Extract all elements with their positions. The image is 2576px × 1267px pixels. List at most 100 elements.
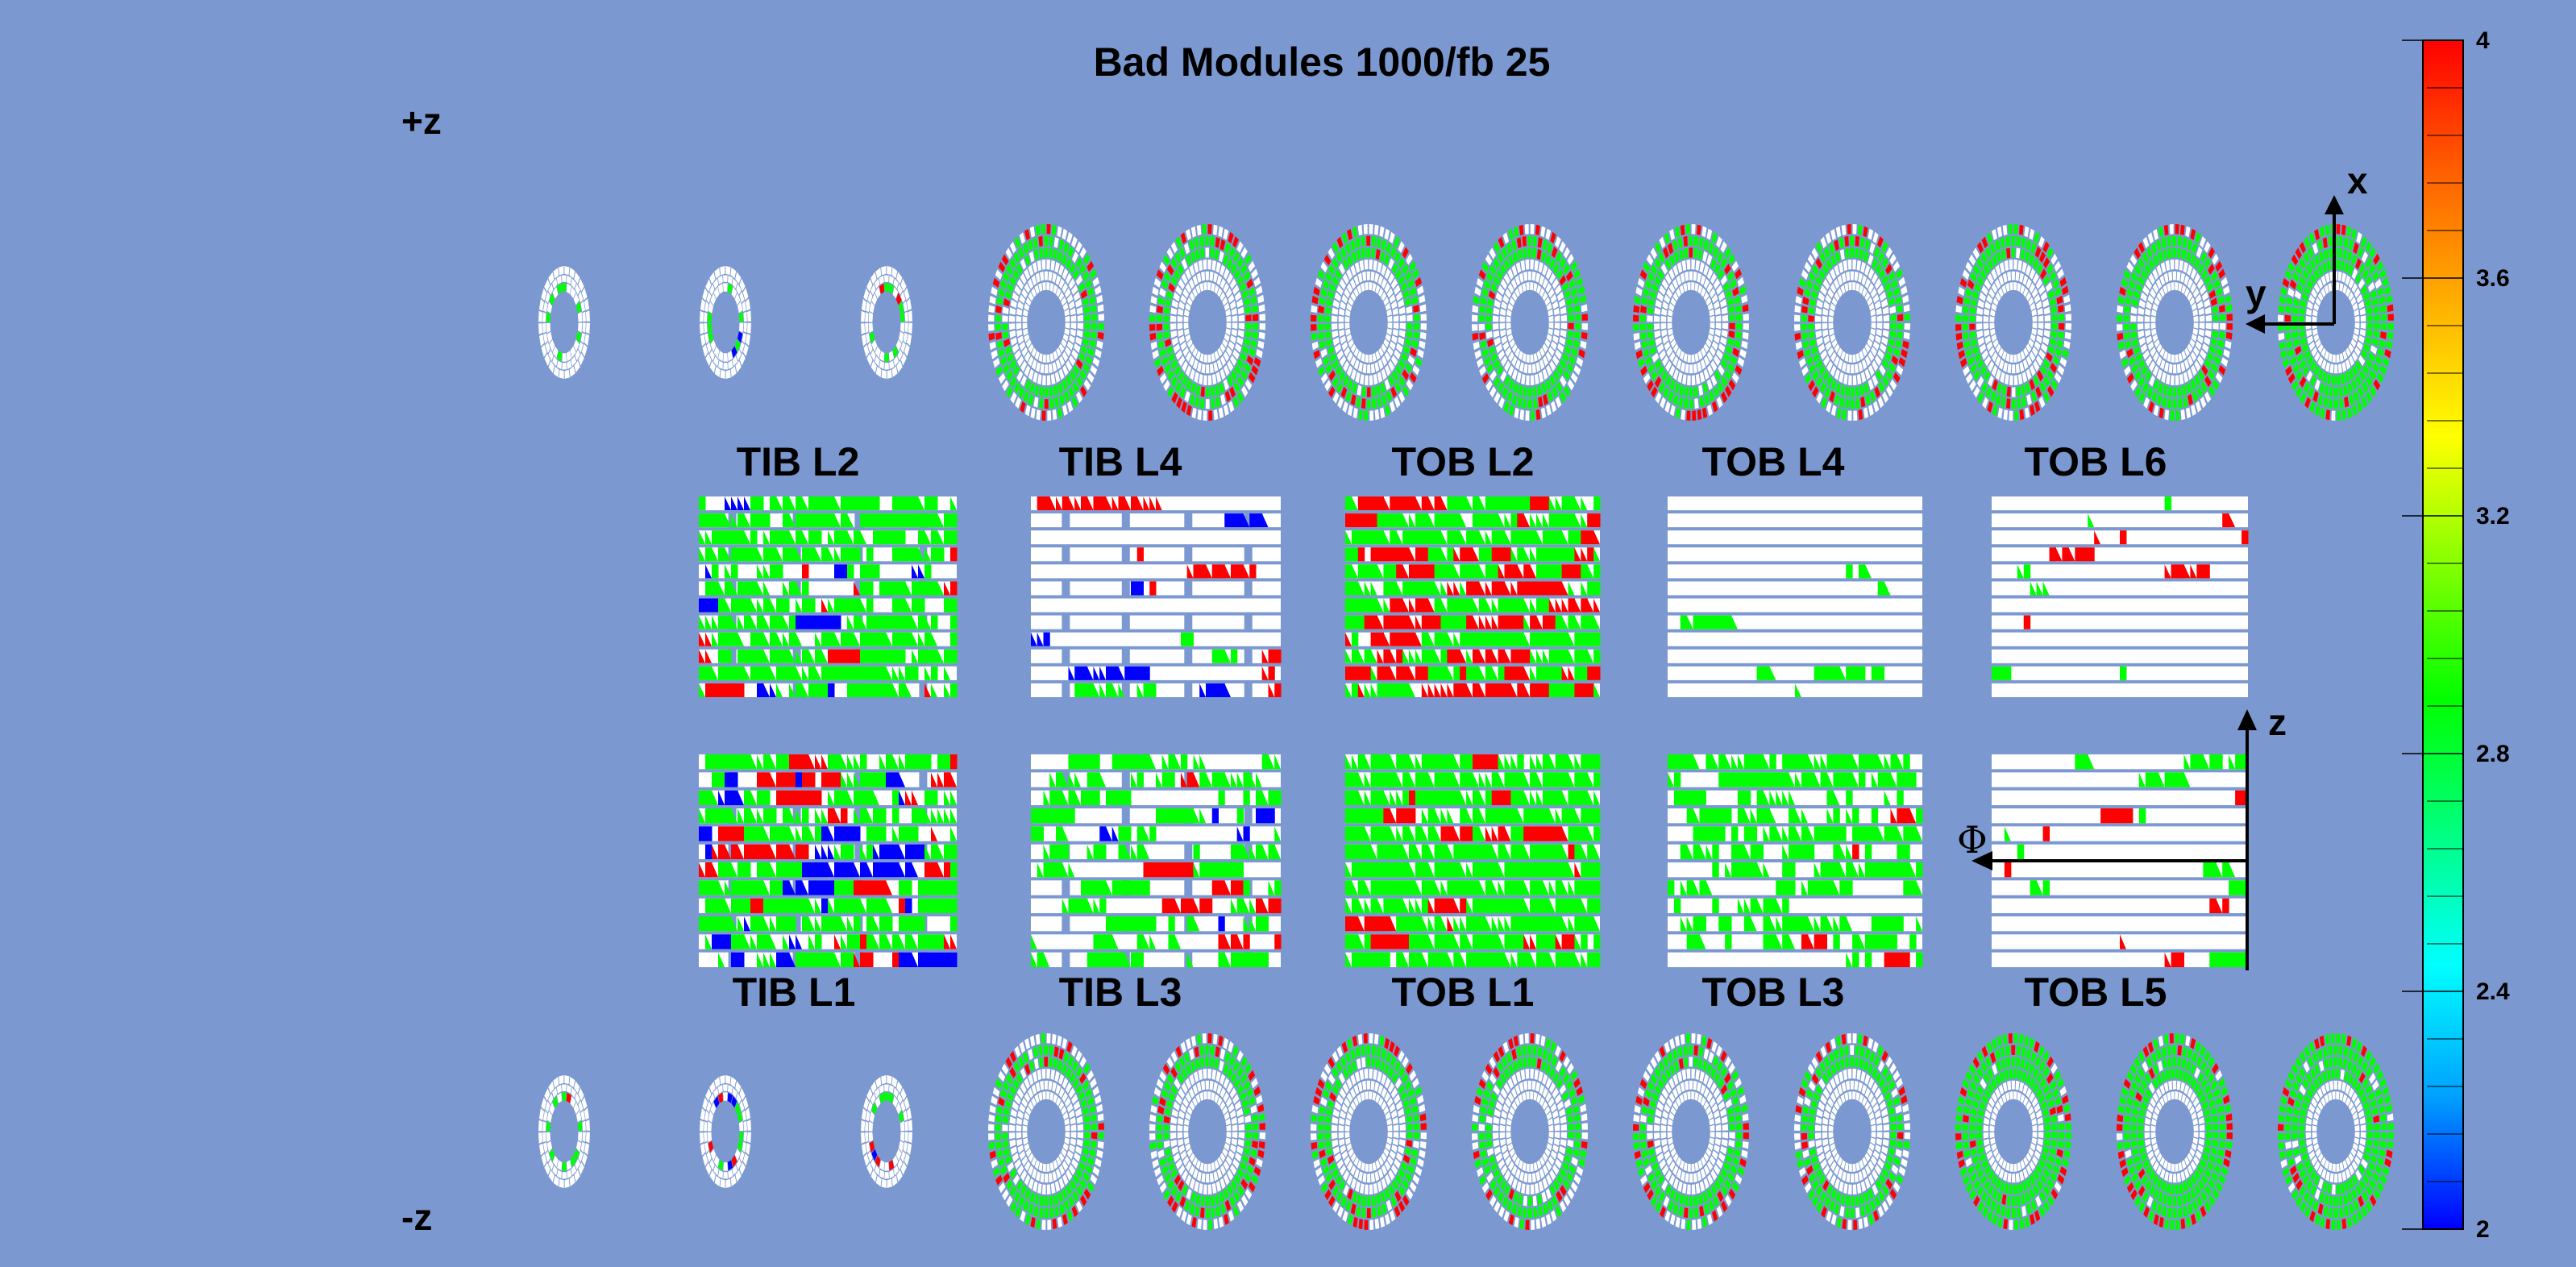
- module: [1649, 290, 1657, 300]
- module: [1538, 372, 1544, 383]
- module: [1501, 335, 1507, 344]
- module: [1062, 1077, 1069, 1089]
- module: [1199, 235, 1204, 247]
- module: [1854, 271, 1859, 281]
- module: [1217, 1157, 1223, 1166]
- module: [1543, 1165, 1548, 1176]
- module: [2025, 368, 2032, 380]
- module: [1868, 379, 1874, 391]
- module: [2349, 393, 2354, 405]
- module: [1830, 334, 1836, 343]
- module: [1903, 1113, 1910, 1122]
- module: [1669, 229, 1675, 241]
- module: [887, 1178, 892, 1188]
- module: [1167, 370, 1174, 381]
- module: [1237, 1115, 1244, 1124]
- module: [1489, 247, 1496, 260]
- module: [1350, 1203, 1357, 1215]
- module: [1159, 372, 1167, 384]
- module: [1830, 405, 1837, 417]
- module: [2186, 382, 2192, 394]
- module: [1858, 224, 1863, 235]
- module: [1680, 224, 1685, 236]
- module: [2333, 399, 2338, 409]
- module: [1024, 1078, 1030, 1090]
- module: [1381, 355, 1387, 367]
- module: [1150, 295, 1157, 305]
- module: [2190, 228, 2196, 240]
- module: [1024, 1111, 1030, 1120]
- module: [2004, 260, 2009, 272]
- module: [1062, 334, 1069, 343]
- module: [1652, 1161, 1659, 1173]
- module: [1022, 322, 1028, 330]
- module: [1872, 231, 1879, 244]
- module: [1724, 247, 1731, 259]
- module: [992, 277, 1000, 288]
- module: [2050, 305, 2058, 314]
- module: [1057, 1191, 1064, 1203]
- module: [1479, 1115, 1485, 1123]
- module: [1643, 348, 1650, 359]
- module: [1078, 1090, 1086, 1102]
- module: [2368, 351, 2375, 363]
- module: [1816, 337, 1823, 347]
- module: [1839, 397, 1845, 408]
- module: [2345, 287, 2351, 297]
- module: [1038, 1162, 1043, 1172]
- module: [1095, 285, 1102, 295]
- module: [1199, 374, 1203, 385]
- module: [1329, 1161, 1336, 1173]
- module: [1527, 1174, 1532, 1183]
- module: [570, 1155, 576, 1168]
- module: [1058, 1153, 1065, 1162]
- module: [2154, 339, 2160, 348]
- module: [1240, 351, 1247, 363]
- module: [2181, 285, 2187, 294]
- module: [866, 279, 873, 292]
- module: [1390, 246, 1397, 259]
- module: [1735, 1174, 1743, 1185]
- module: [1995, 239, 2001, 251]
- module: [1485, 315, 1492, 322]
- module: [2221, 276, 2228, 287]
- module: [1486, 363, 1494, 375]
- module: [1676, 1084, 1682, 1095]
- module: [704, 1132, 708, 1143]
- module: [1401, 351, 1408, 363]
- module: [1311, 324, 1317, 331]
- module: [1533, 398, 1538, 409]
- module: [1863, 1060, 1869, 1072]
- module: [1706, 228, 1713, 240]
- module: [1228, 231, 1234, 244]
- module: [1730, 1087, 1737, 1099]
- module: [1402, 1194, 1410, 1207]
- module: [2007, 363, 2012, 374]
- module: [1493, 307, 1500, 315]
- module: [2314, 229, 2320, 241]
- module: [2348, 343, 2354, 353]
- module: [1684, 1057, 1689, 1068]
- module: [1361, 353, 1365, 363]
- module: [1174, 268, 1181, 280]
- module: [1860, 372, 1867, 383]
- module: [1257, 1149, 1265, 1159]
- module: [2064, 331, 2071, 340]
- module: [1374, 1218, 1380, 1230]
- module: [1244, 270, 1251, 282]
- module: [1369, 375, 1373, 386]
- module: [1346, 365, 1353, 377]
- module: [1180, 294, 1187, 304]
- module: [1178, 278, 1185, 290]
- module: [1072, 1060, 1078, 1073]
- module: [1493, 1185, 1501, 1198]
- module: [1347, 351, 1353, 363]
- module: [1794, 1141, 1801, 1150]
- module: [1249, 1095, 1256, 1106]
- module: [1165, 339, 1172, 347]
- module: [2347, 382, 2354, 394]
- module: [2362, 364, 2370, 376]
- module: [998, 372, 1006, 384]
- module: [713, 1165, 719, 1176]
- module: [2193, 315, 2199, 322]
